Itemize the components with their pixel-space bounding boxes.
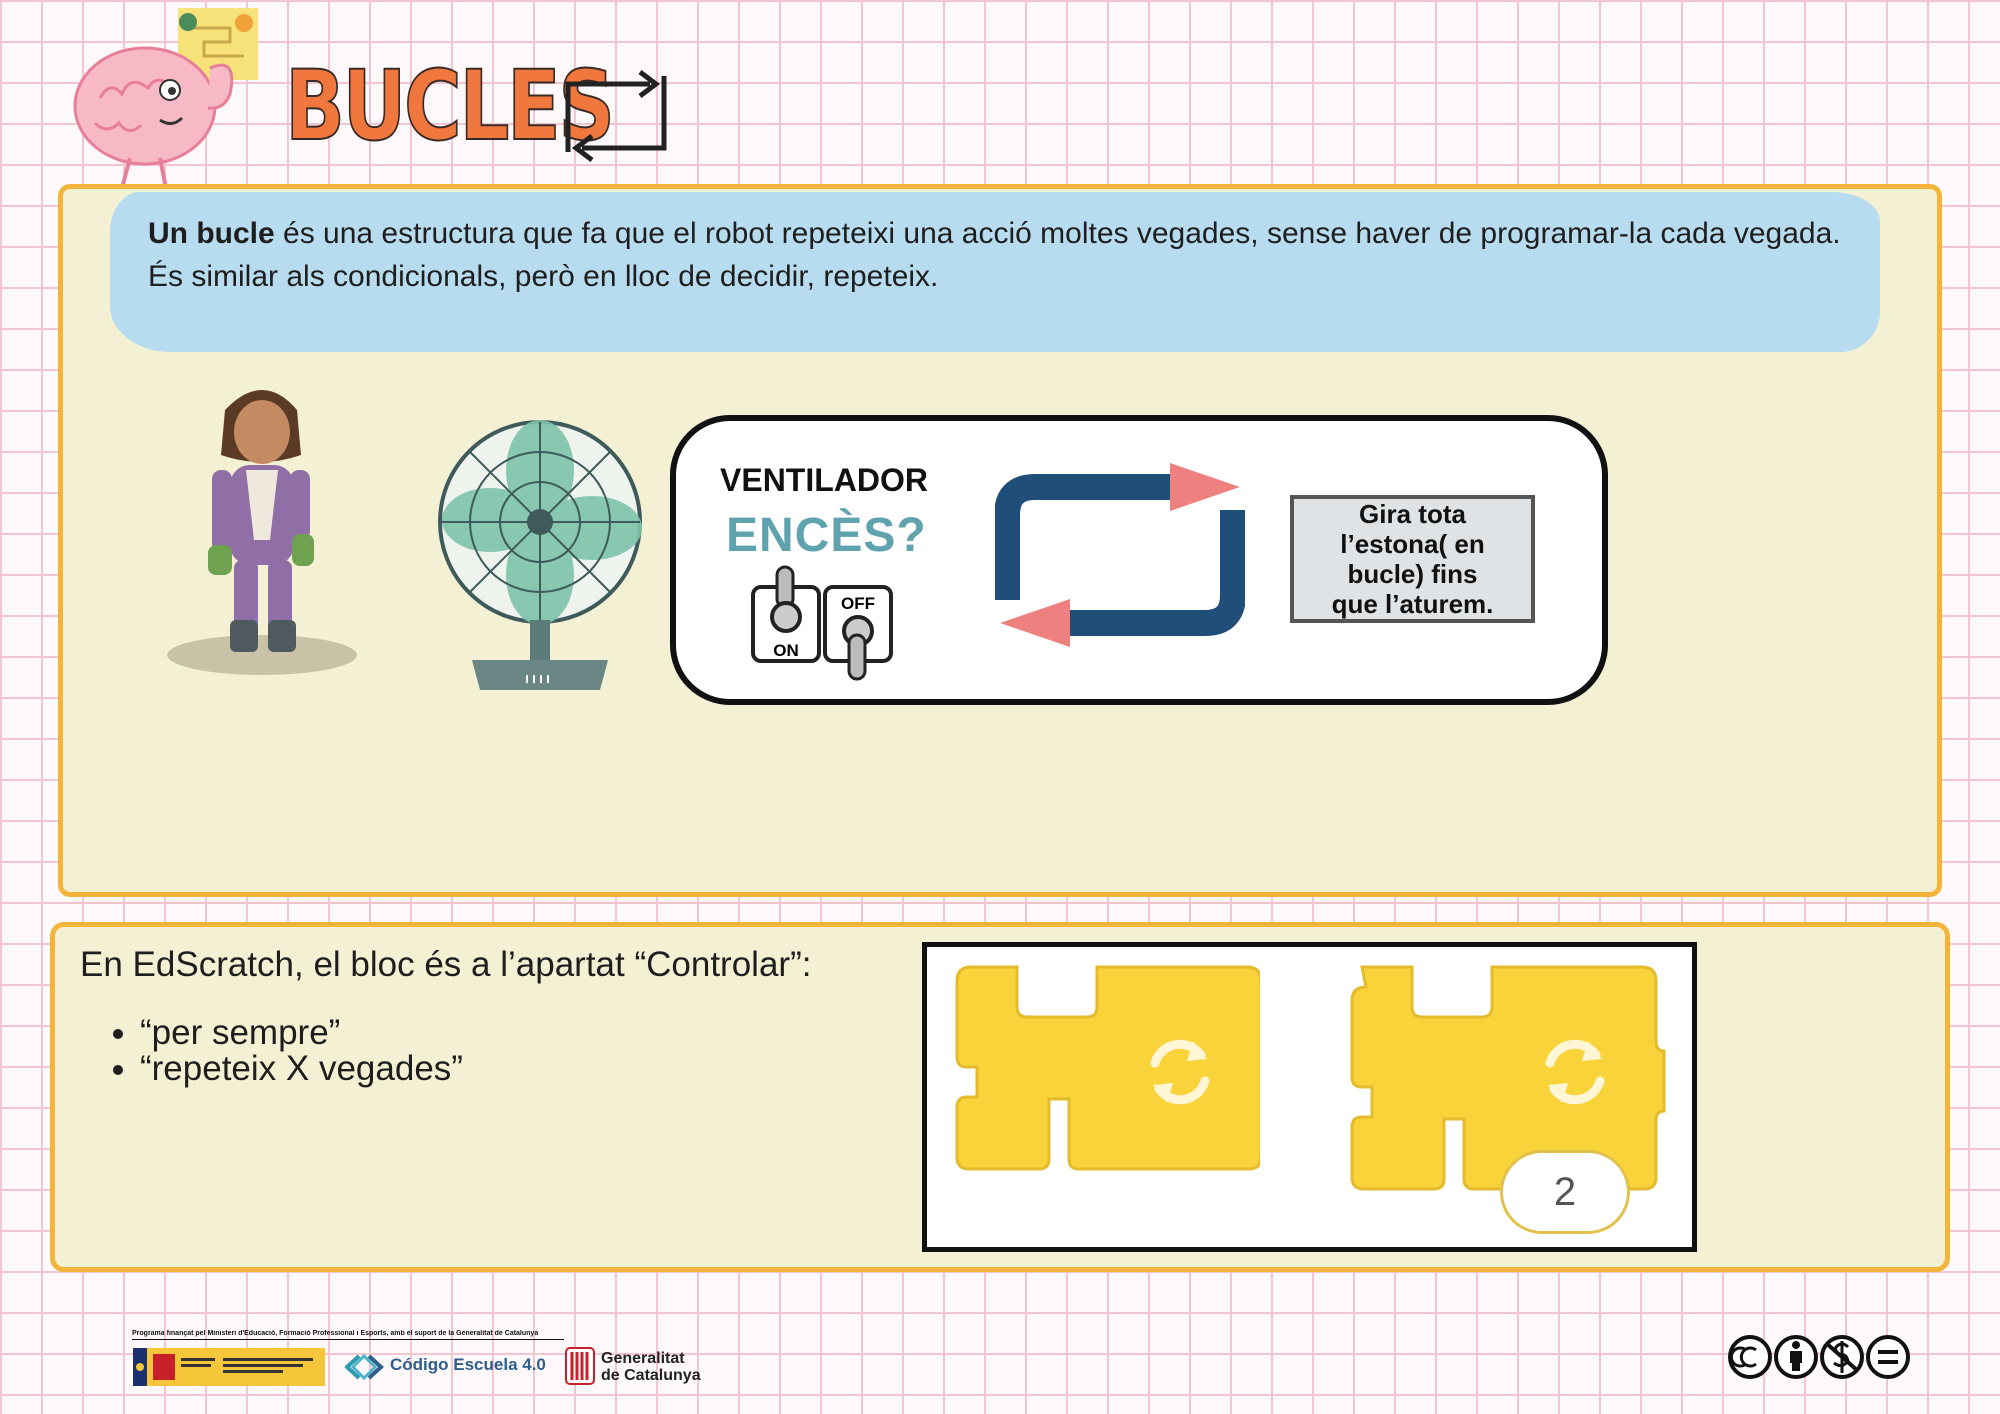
question-label: ENCÈS? <box>726 509 927 562</box>
definition-body: és una estructura que fa que el robot re… <box>148 217 1841 293</box>
definition-box <box>110 192 1880 352</box>
generalitat-logo-icon <box>565 1347 595 1385</box>
codigo-escuela-text: Código Escuela 4.0 <box>390 1355 546 1374</box>
switch-on-label: ON <box>773 641 799 660</box>
definition-term: Un bucle <box>148 217 275 250</box>
generalitat-text: Generalitat de Catalunya <box>601 1350 701 1384</box>
astronaut-girl-icon <box>167 390 357 675</box>
result-box: Gira tota l’estona( en bucle) fins que l… <box>1290 495 1535 623</box>
edscratch-block-list: “per sempre” “repeteix X vegades” <box>104 1015 463 1087</box>
repeat-block <box>1350 965 1666 1191</box>
result-text: Gira tota l’estona( en bucle) fins que l… <box>1331 499 1494 619</box>
brain-mascot-icon <box>73 8 258 189</box>
ministry-logo-icon <box>133 1348 325 1386</box>
switch-off-icon: OFF <box>823 585 893 681</box>
creative-commons-icon <box>1728 1335 1910 1379</box>
edscratch-intro: En EdScratch, el bloc és a l’apartat “Co… <box>80 945 812 984</box>
switch-on-icon: ON <box>751 565 821 663</box>
fan-icon <box>438 420 642 690</box>
loop-icon <box>565 70 667 162</box>
forever-block <box>955 965 1260 1171</box>
definition-text: Un bucle és una estructura que fa que el… <box>148 212 1868 298</box>
repeat-count-input[interactable]: 2 <box>1500 1150 1630 1234</box>
page-title: BUCLES <box>284 50 616 162</box>
device-label: VENTILADOR <box>720 462 928 498</box>
codigo-escuela-logo-icon <box>345 1353 384 1381</box>
switch-off-label: OFF <box>841 594 875 613</box>
loop-arrows-icon <box>995 463 1245 647</box>
list-item: “repeteix X vegades” <box>140 1051 463 1087</box>
list-item: “per sempre” <box>140 1015 463 1051</box>
funding-text: Programa finançat pel Ministeri d'Educac… <box>132 1330 564 1340</box>
